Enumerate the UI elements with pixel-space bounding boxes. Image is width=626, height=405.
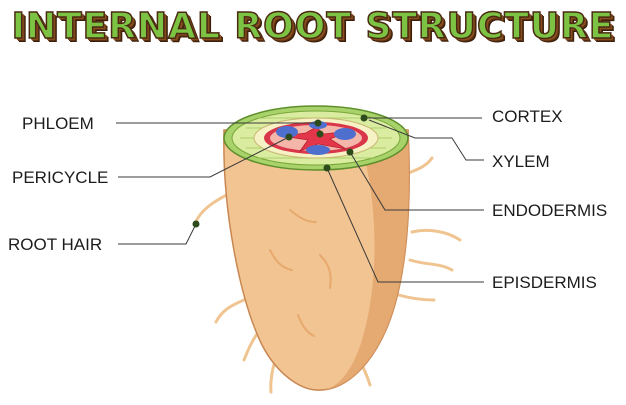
label-phloem: PHLOEM <box>22 114 94 133</box>
label-xylem: XYLEM <box>492 152 550 171</box>
diagram-title: INTERNAL ROOT STRUCTURE <box>11 5 615 48</box>
phloem-spot <box>276 126 298 138</box>
label-endodermis: ENDODERMIS <box>492 201 608 220</box>
label-epidermis: EPISDERMIS <box>492 273 597 292</box>
label-cortex: CORTEX <box>492 107 563 126</box>
phloem-spot <box>334 128 356 140</box>
label-pericycle: PERICYCLE <box>12 168 109 187</box>
phloem-spot <box>306 145 330 155</box>
label-root-hair: ROOT HAIR <box>8 235 103 254</box>
root-shadow <box>322 130 410 390</box>
leader-lines <box>116 117 484 283</box>
leader-dots <box>192 114 368 228</box>
surface-hairs <box>269 209 332 337</box>
